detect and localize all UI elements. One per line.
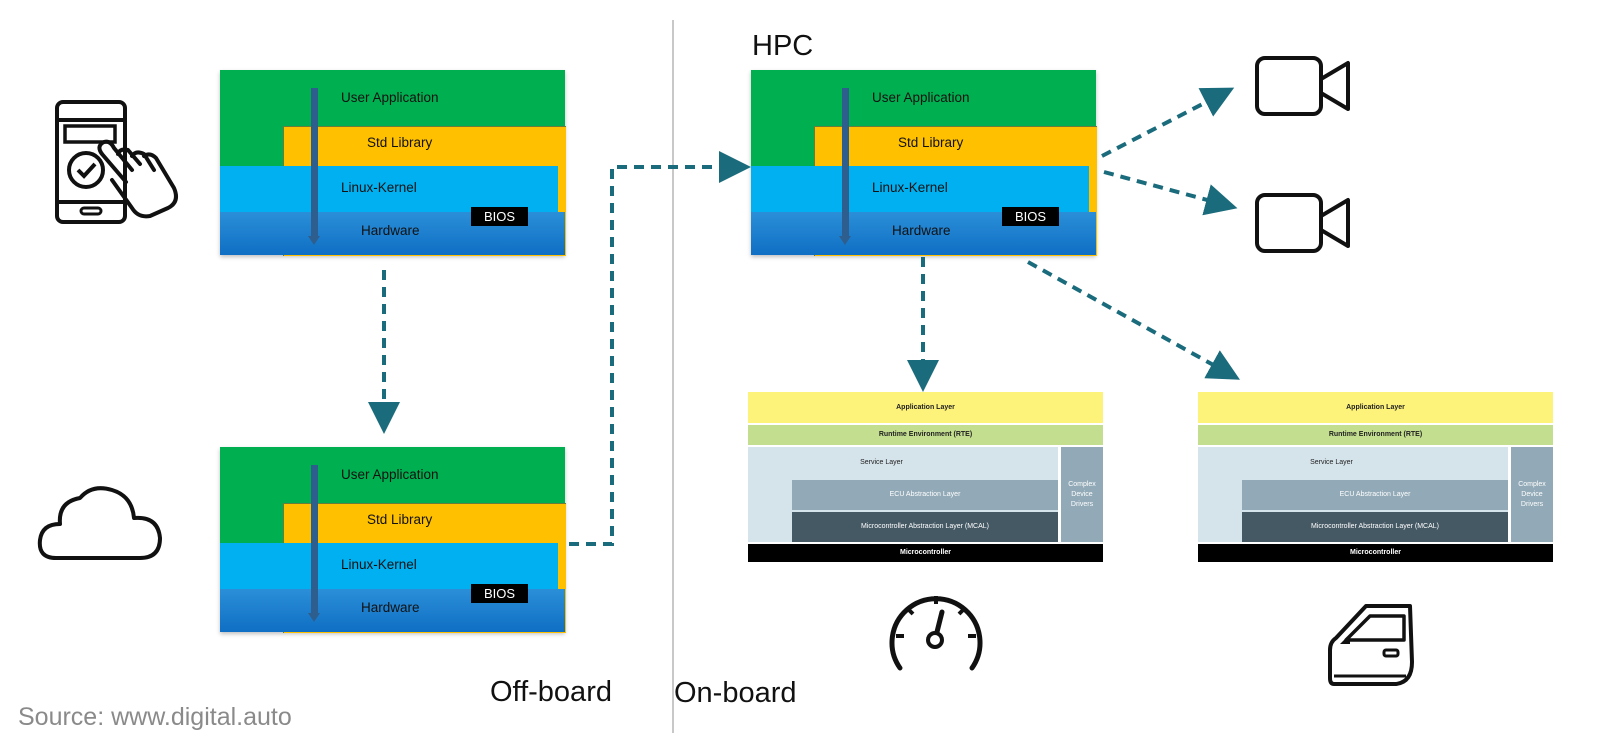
stack-down-arrow xyxy=(842,88,849,238)
hardware-label: Hardware xyxy=(892,223,951,238)
ecu-abstraction-layer: ECU Abstraction Layer xyxy=(1242,480,1508,510)
smartphone-touch-icon xyxy=(55,100,178,224)
microcontroller-layer: Microcontroller xyxy=(1198,544,1553,562)
speedometer-icon xyxy=(889,596,983,671)
service-layer: Service Layer xyxy=(1198,447,1465,478)
on-board-label: On-board xyxy=(674,677,797,709)
offboard-onboard-divider xyxy=(672,20,674,733)
linux-stack-offboard-top: User Application Std Library Linux-Kerne… xyxy=(220,70,566,256)
autosar-stack-left: Application Layer Runtime Environment (R… xyxy=(748,392,1103,562)
video-camera-icon xyxy=(1255,56,1350,116)
autosar-stack-right: Application Layer Runtime Environment (R… xyxy=(1198,392,1553,562)
bios-badge: BIOS xyxy=(471,584,528,603)
linux-stack-offboard-bottom: User Application Std Library Linux-Kerne… xyxy=(220,447,566,633)
linux-stack-hpc: User Application Std Library Linux-Kerne… xyxy=(751,70,1097,256)
video-camera-icon xyxy=(1255,193,1350,253)
stack-down-arrow-head xyxy=(308,236,320,245)
std-library-label: Std Library xyxy=(367,512,433,527)
complex-device-drivers: Complex Device Drivers xyxy=(1061,447,1103,542)
cloud-icon xyxy=(37,486,162,560)
rte-layer: Runtime Environment (RTE) xyxy=(1198,425,1553,445)
source-caption: Source: www.digital.auto xyxy=(18,703,292,731)
hardware-label: Hardware xyxy=(361,600,420,615)
mcal-layer: Microcontroller Abstraction Layer (MCAL) xyxy=(1242,512,1508,542)
rte-layer: Runtime Environment (RTE) xyxy=(748,425,1103,445)
service-layer: Service Layer xyxy=(748,447,1015,478)
stack-down-arrow-head xyxy=(839,236,851,245)
std-library-label: Std Library xyxy=(367,135,433,150)
microcontroller-layer: Microcontroller xyxy=(748,544,1103,562)
ecu-abstraction-layer: ECU Abstraction Layer xyxy=(792,480,1058,510)
std-library-label: Std Library xyxy=(898,135,964,150)
arrow-hpc-to-camera-bottom xyxy=(1103,170,1238,216)
user-application-label: User Application xyxy=(872,90,970,105)
stack-down-arrow-head xyxy=(308,613,320,622)
hpc-label: HPC xyxy=(752,30,814,62)
user-application-label: User Application xyxy=(341,90,439,105)
user-application-label: User Application xyxy=(341,467,439,482)
hardware-label: Hardware xyxy=(361,223,420,238)
linux-kernel-label: Linux-Kernel xyxy=(872,180,948,195)
stack-down-arrow xyxy=(311,465,318,615)
linux-kernel-label: Linux-Kernel xyxy=(341,180,417,195)
arrow-hpc-to-autosar-right xyxy=(1027,260,1240,380)
bios-badge: BIOS xyxy=(1002,207,1059,226)
arrow-hpc-to-camera-top xyxy=(1101,87,1235,158)
arrow-offboard-to-hpc xyxy=(569,151,751,546)
complex-device-drivers: Complex Device Drivers xyxy=(1511,447,1553,542)
application-layer: Application Layer xyxy=(1198,392,1553,423)
car-door-icon xyxy=(1328,604,1414,686)
complex-drivers-label: Complex Device Drivers xyxy=(1518,480,1546,508)
linux-kernel-label: Linux-Kernel xyxy=(341,557,417,572)
off-board-label: Off-board xyxy=(490,676,612,708)
stack-down-arrow xyxy=(311,88,318,238)
bios-badge: BIOS xyxy=(471,207,528,226)
application-layer: Application Layer xyxy=(748,392,1103,423)
complex-drivers-label: Complex Device Drivers xyxy=(1068,480,1096,508)
mcal-layer: Microcontroller Abstraction Layer (MCAL) xyxy=(792,512,1058,542)
